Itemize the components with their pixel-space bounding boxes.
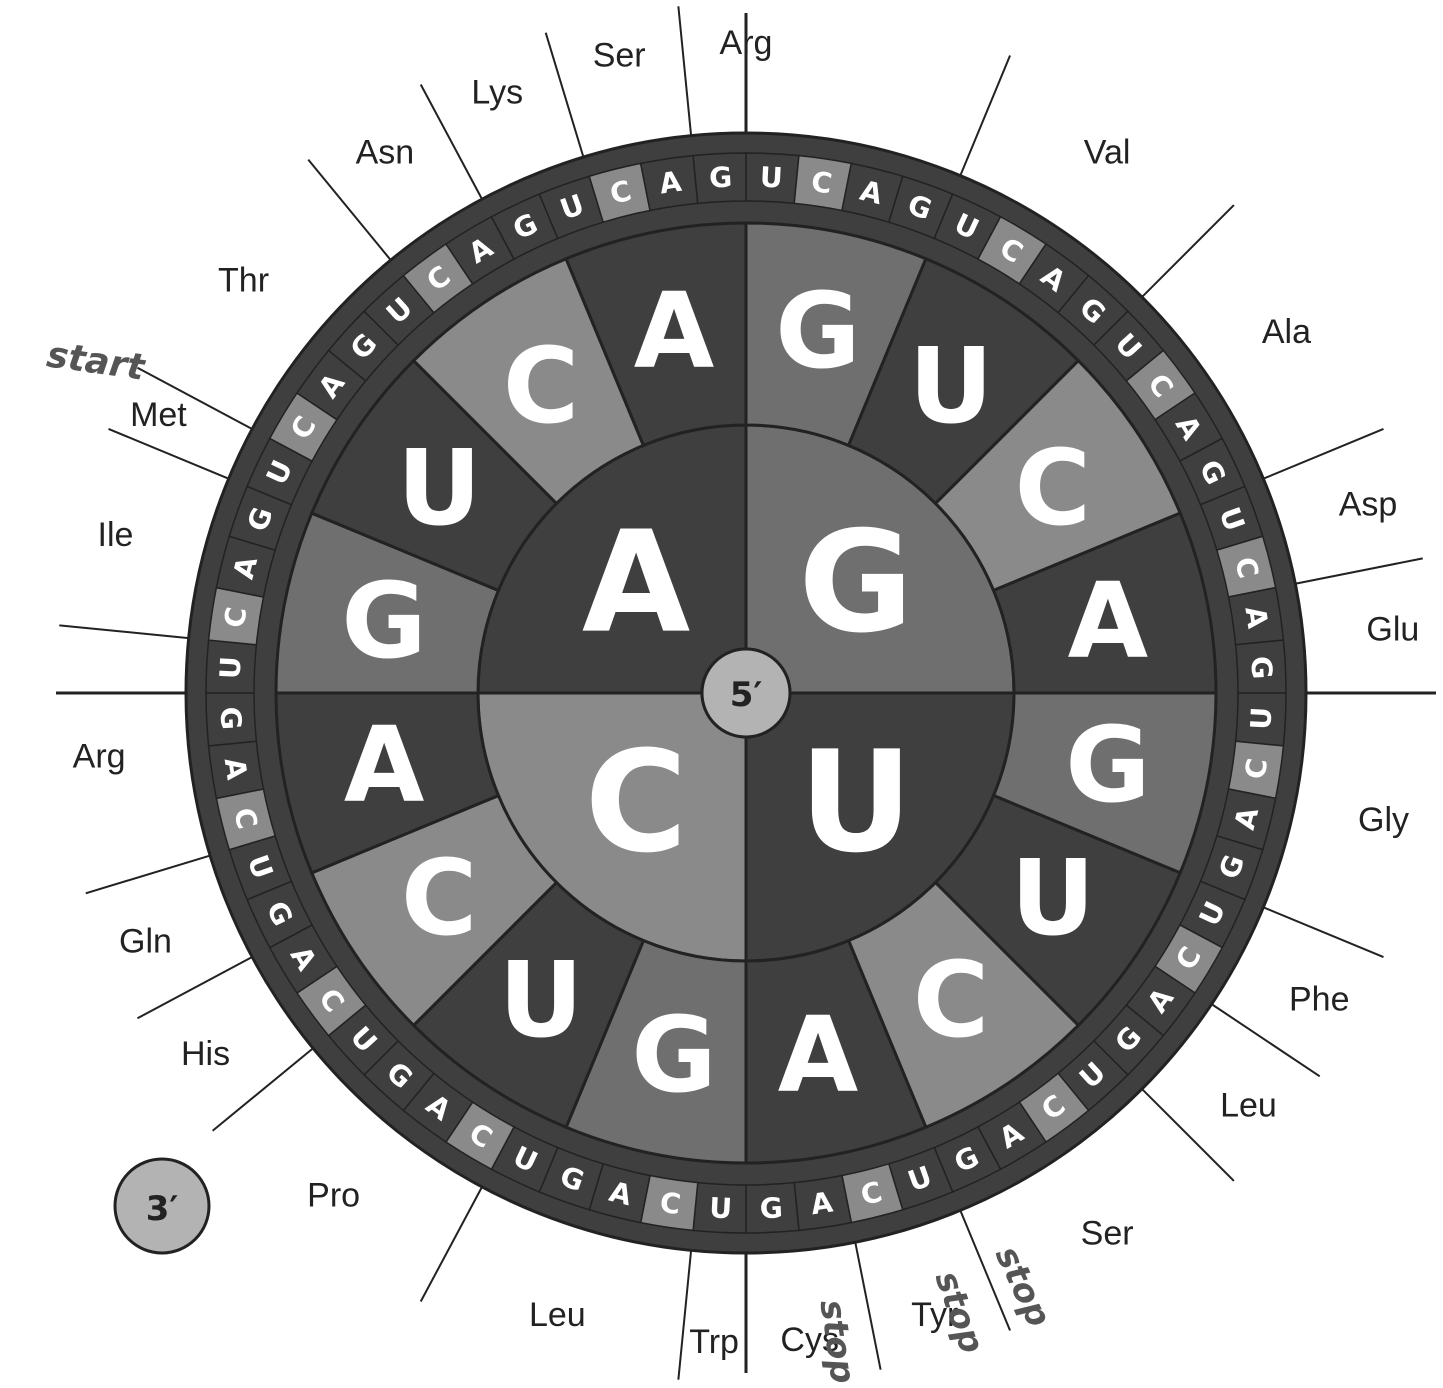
third-base-letter: A [218,756,254,783]
third-base-letter: A [809,1185,836,1221]
amino-acid-boundary [677,6,693,136]
second-base-letter: U [499,939,583,1061]
amino-acid-label: Pro [307,1176,360,1214]
third-base-letter: C [1239,756,1275,781]
amino-acid-boundary [959,1209,1011,1331]
first-base-letter: U [799,721,913,884]
amino-acid-boundary [1141,204,1235,298]
stop-codon-label: stop [987,1240,1059,1333]
amino-acid-boundary [137,956,253,1020]
stop-codon-label: stop [811,1297,862,1386]
amino-acid-label: Met [130,396,187,434]
amino-acid-label: Val [1084,134,1131,172]
amino-acid-boundary [959,55,1011,177]
second-base-letter: U [397,427,481,549]
amino-acid-label: Phe [1289,980,1350,1018]
amino-acid-label: Gly [1358,801,1409,839]
amino-acid-label: Ser [593,36,646,74]
amino-acid-boundary [59,624,189,640]
amino-acid-boundary [1211,1003,1321,1078]
amino-acid-labels: ValAlaAspGluGlyPheLeuSerTyrCysTrpLeuProH… [73,24,1420,1361]
third-base-cell [692,152,747,205]
amino-acid-boundary [544,32,585,158]
amino-acid-boundary [854,1242,882,1370]
second-base-letter: G [631,994,716,1116]
amino-acid-boundary [419,1186,483,1302]
amino-acid-label: Ala [1262,313,1311,351]
amino-acid-label: Gln [119,923,172,961]
third-base-letter: C [809,165,834,201]
third-base-letter: G [759,1191,784,1225]
amino-acid-boundary [85,854,211,895]
amino-acid-boundary [307,158,392,261]
second-base-letter: C [913,939,989,1061]
first-base-letter: G [798,502,913,665]
end-3prime-marker: 3′ [113,1157,211,1255]
third-base-letter: G [708,161,733,195]
third-base-letter: A [657,165,684,201]
amino-acid-boundary [1262,906,1384,958]
amino-acid-label: Glu [1366,610,1419,648]
second-base-letter: A [634,270,715,392]
amino-acid-label: Asp [1339,485,1398,523]
amino-acid-label: Ile [98,516,134,554]
second-base-letter: C [503,325,579,447]
amino-acid-label: Tyr [911,1296,958,1334]
amino-acid-label: Lys [471,73,523,111]
first-base-letter: C [585,721,688,884]
third-base-letter: C [658,1186,683,1222]
center-5prime-marker: 5′ [700,647,792,739]
second-base-letter: A [778,994,859,1116]
second-base-letter: C [1015,427,1091,549]
third-base-letter: G [1244,655,1278,680]
amino-acid-label: Trp [689,1323,739,1361]
second-base-letter: U [1011,837,1095,959]
second-base-letter: G [775,270,860,392]
amino-acid-boundary [137,366,253,430]
amino-acid-label: Arg [73,738,126,776]
second-base-sector [564,221,748,448]
amino-acid-label: Thr [218,262,269,300]
third-base-letter: A [1239,604,1275,631]
first-base-letter: A [582,502,690,665]
third-base-letter: U [759,161,783,195]
amino-acid-boundary [677,1250,693,1380]
center-5prime-label: 5′ [730,675,763,715]
amino-acid-boundary [1295,557,1423,585]
third-base-letter: U [1244,706,1278,730]
second-base-letter: C [401,837,477,959]
amino-acid-label: Cys [780,1321,839,1359]
second-base-letter: G [1065,704,1150,826]
amino-acid-label: His [181,1035,230,1073]
second-base-letter: G [341,560,426,682]
amino-acid-label: Asn [356,134,415,172]
amino-acid-boundary [1141,1088,1235,1182]
second-base-letter: A [344,704,425,826]
end-3prime-label: 3′ [146,1189,179,1229]
amino-acid-label: Leu [529,1296,586,1334]
start-codon-label: start [44,334,148,388]
amino-acid-label: Arg [720,24,773,62]
amino-acid-boundary [419,84,483,200]
second-base-letter: A [1068,560,1149,682]
second-base-letter: U [909,325,993,447]
amino-acid-boundary [211,1047,314,1132]
amino-acid-boundary [1262,428,1384,480]
amino-acid-label: Leu [1220,1086,1277,1124]
amino-acid-label: Ser [1081,1214,1134,1252]
third-base-letter: U [214,656,248,680]
third-base-letter: C [218,605,254,630]
third-base-letter: U [709,1191,733,1225]
amino-acid-boundary [108,428,230,480]
third-base-letter: G [214,706,248,731]
